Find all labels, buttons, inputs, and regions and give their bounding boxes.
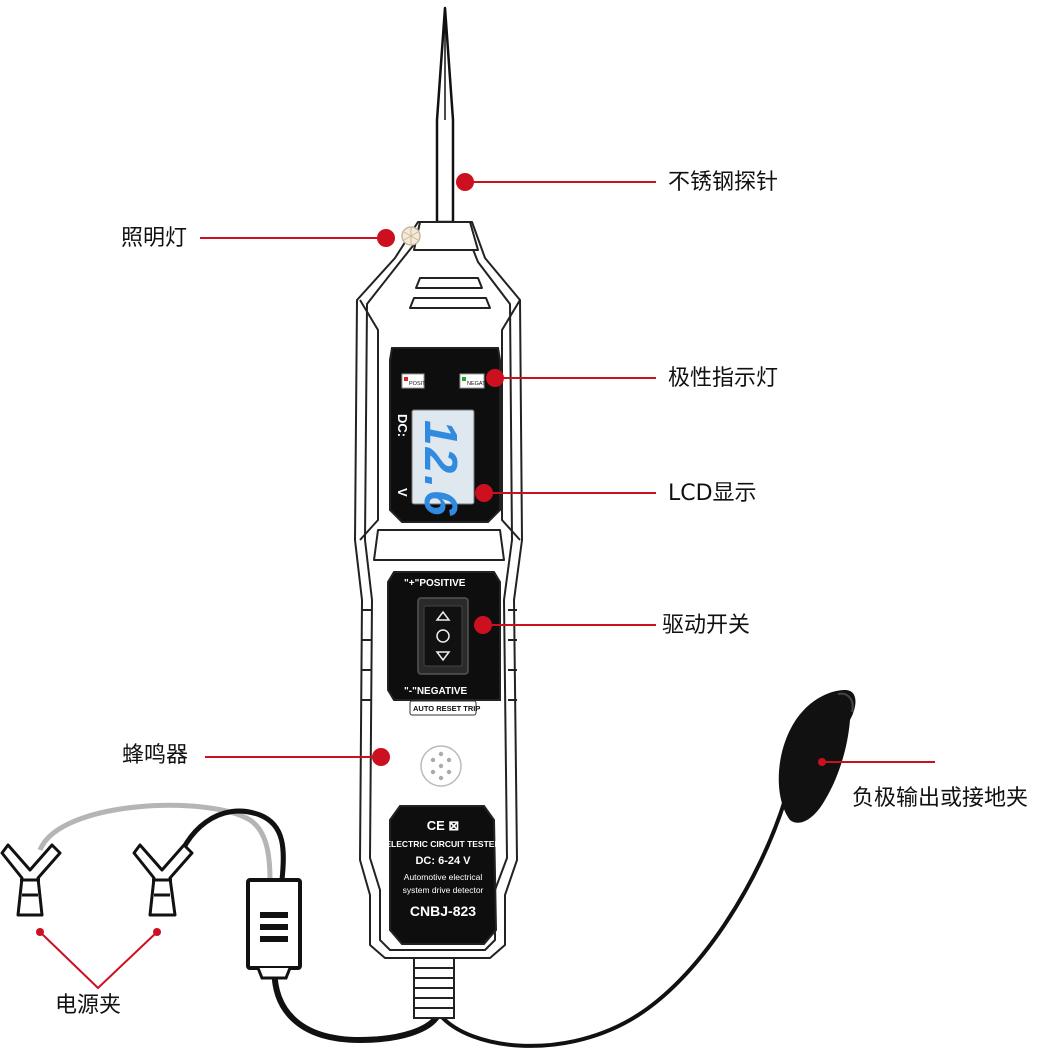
- power-clip-right: [132, 843, 194, 917]
- callout-probe: 不锈钢探针: [668, 170, 779, 195]
- callout-buzzer: 蜂鸣器: [122, 743, 189, 768]
- black-cable-loop: [172, 808, 286, 881]
- callout-polarity: 极性指示灯: [668, 366, 779, 391]
- switch-negative-label: "-"NEGATIVE: [404, 686, 468, 697]
- ground-cable: [438, 799, 787, 1048]
- switch-positive-label: "+"POSITIVE: [404, 578, 466, 589]
- display-panel: POSITIVE NEGATIVE DC: V 12.6: [389, 347, 501, 523]
- cert-marks: CE ⊠: [427, 818, 460, 833]
- callout-negative-clip: 负极输出或接地夹: [852, 786, 1029, 811]
- strain-relief: [413, 957, 455, 1019]
- callout-dots: [36, 173, 826, 936]
- dc-label: DC:: [395, 414, 410, 437]
- power-clip-left: [0, 843, 62, 917]
- led-positive-label: POSITIVE: [409, 381, 435, 387]
- negative-clip: [778, 690, 856, 823]
- buzzer-grille: [420, 745, 462, 787]
- callout-switch: 驱动开关: [662, 613, 751, 638]
- callout-power-clip: 电源夹: [55, 993, 122, 1018]
- lcd-reading: 12.6: [415, 420, 467, 518]
- probe-needle: [435, 6, 455, 224]
- light-icon: [401, 226, 421, 246]
- device-spec: DC: 6-24 V: [415, 855, 471, 867]
- main-cable: [271, 959, 441, 1044]
- label-plate: CE ⊠ ELECTRIC CIRCUIT TESTER DC: 6-24 V …: [385, 805, 501, 945]
- model-number: CNBJ-823: [410, 903, 476, 919]
- switch-panel: "+"POSITIVE "-"NEGATIVE AUTO RESET TRIP: [387, 571, 501, 716]
- callout-lcd: LCD显示: [668, 481, 757, 506]
- connector-plug: [246, 878, 302, 980]
- device-title: ELECTRIC CIRCUIT TESTER: [385, 839, 500, 849]
- device-desc-2: system drive detector: [403, 885, 484, 895]
- led-negative-label: NEGATIVE: [467, 381, 495, 387]
- callout-light: 照明灯: [121, 226, 188, 251]
- callout-lines: [39, 181, 935, 990]
- device-desc-1: Automotive electrical: [404, 872, 483, 882]
- unit-label: V: [395, 488, 410, 497]
- reset-label: AUTO RESET TRIP: [413, 704, 480, 713]
